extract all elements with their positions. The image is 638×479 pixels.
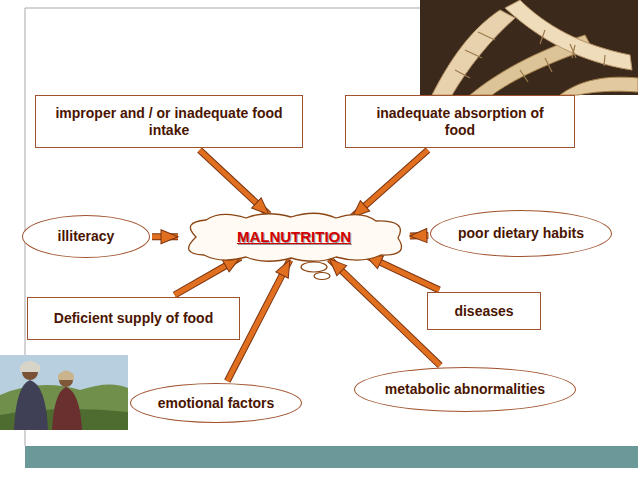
arrow-outline xyxy=(329,259,440,366)
cause-arrow xyxy=(329,259,440,366)
cause-arrow xyxy=(410,233,428,238)
cause-label: poor dietary habits xyxy=(458,225,584,242)
cause-box: Deficient supply of food xyxy=(27,297,240,340)
text-group: emotional factors xyxy=(158,395,275,412)
central-cloud: MALNUTRITION xyxy=(176,212,412,262)
photo-sky xyxy=(0,355,128,430)
worm-segment xyxy=(505,0,632,70)
person-scarf xyxy=(58,371,74,381)
cause-label: metabolic abnormalities xyxy=(385,381,545,398)
arrow-outline xyxy=(410,232,428,239)
text-group: diseases xyxy=(454,303,513,320)
cause-arrow xyxy=(352,150,428,217)
text-group: metabolic abnormalities xyxy=(385,381,545,398)
cause-arrow xyxy=(365,255,439,290)
cause-label: illiteracy xyxy=(58,228,115,245)
cause-label: Deficient supply of food xyxy=(54,310,213,327)
text-group: poor dietary habits xyxy=(458,225,584,242)
cause-arrow xyxy=(152,234,178,239)
arrow-outline xyxy=(152,233,178,240)
text-group: inadequate absorption of food xyxy=(373,105,548,139)
worm-segment xyxy=(560,77,638,95)
cause-label: emotional factors xyxy=(158,395,275,412)
cause-arrow xyxy=(200,150,269,215)
footer-band xyxy=(25,446,638,468)
central-label: MALNUTRITION xyxy=(237,228,351,246)
cause-ellipse: emotional factors xyxy=(130,383,302,423)
person-body xyxy=(52,387,82,430)
text-group: improper and / or inadequate food intake xyxy=(54,105,284,139)
cause-label: improper and / or inadequate food intake xyxy=(54,105,284,139)
text-group: illiteracy xyxy=(58,228,115,245)
cause-box: diseases xyxy=(427,292,541,330)
arrow-outline xyxy=(175,257,241,295)
text-group: MALNUTRITION xyxy=(237,228,351,246)
frame-line xyxy=(25,8,420,9)
worm-segment-lines xyxy=(455,30,605,82)
photo-background xyxy=(420,0,638,95)
person-scarf xyxy=(20,361,40,372)
cause-box: improper and / or inadequate food intake xyxy=(35,95,303,148)
cloud-bubble xyxy=(301,262,327,272)
people-photo xyxy=(0,355,128,430)
cloud-shape xyxy=(189,213,402,261)
cause-ellipse: illiteracy xyxy=(22,215,150,258)
tapeworm-photo xyxy=(432,0,638,95)
cause-label: inadequate absorption of food xyxy=(373,105,548,139)
person-body xyxy=(14,380,48,430)
arrow-outline xyxy=(200,150,269,215)
cause-arrow xyxy=(175,257,241,295)
arrow-outline xyxy=(352,150,428,217)
cause-label: diseases xyxy=(454,303,513,320)
cause-ellipse: poor dietary habits xyxy=(430,210,612,257)
cause-box: inadequate absorption of food xyxy=(345,95,575,148)
cause-ellipse: metabolic abnormalities xyxy=(354,367,576,412)
text-group: Deficient supply of food xyxy=(54,310,213,327)
arrow-outline xyxy=(365,255,439,290)
cloud-bubble xyxy=(314,273,330,280)
